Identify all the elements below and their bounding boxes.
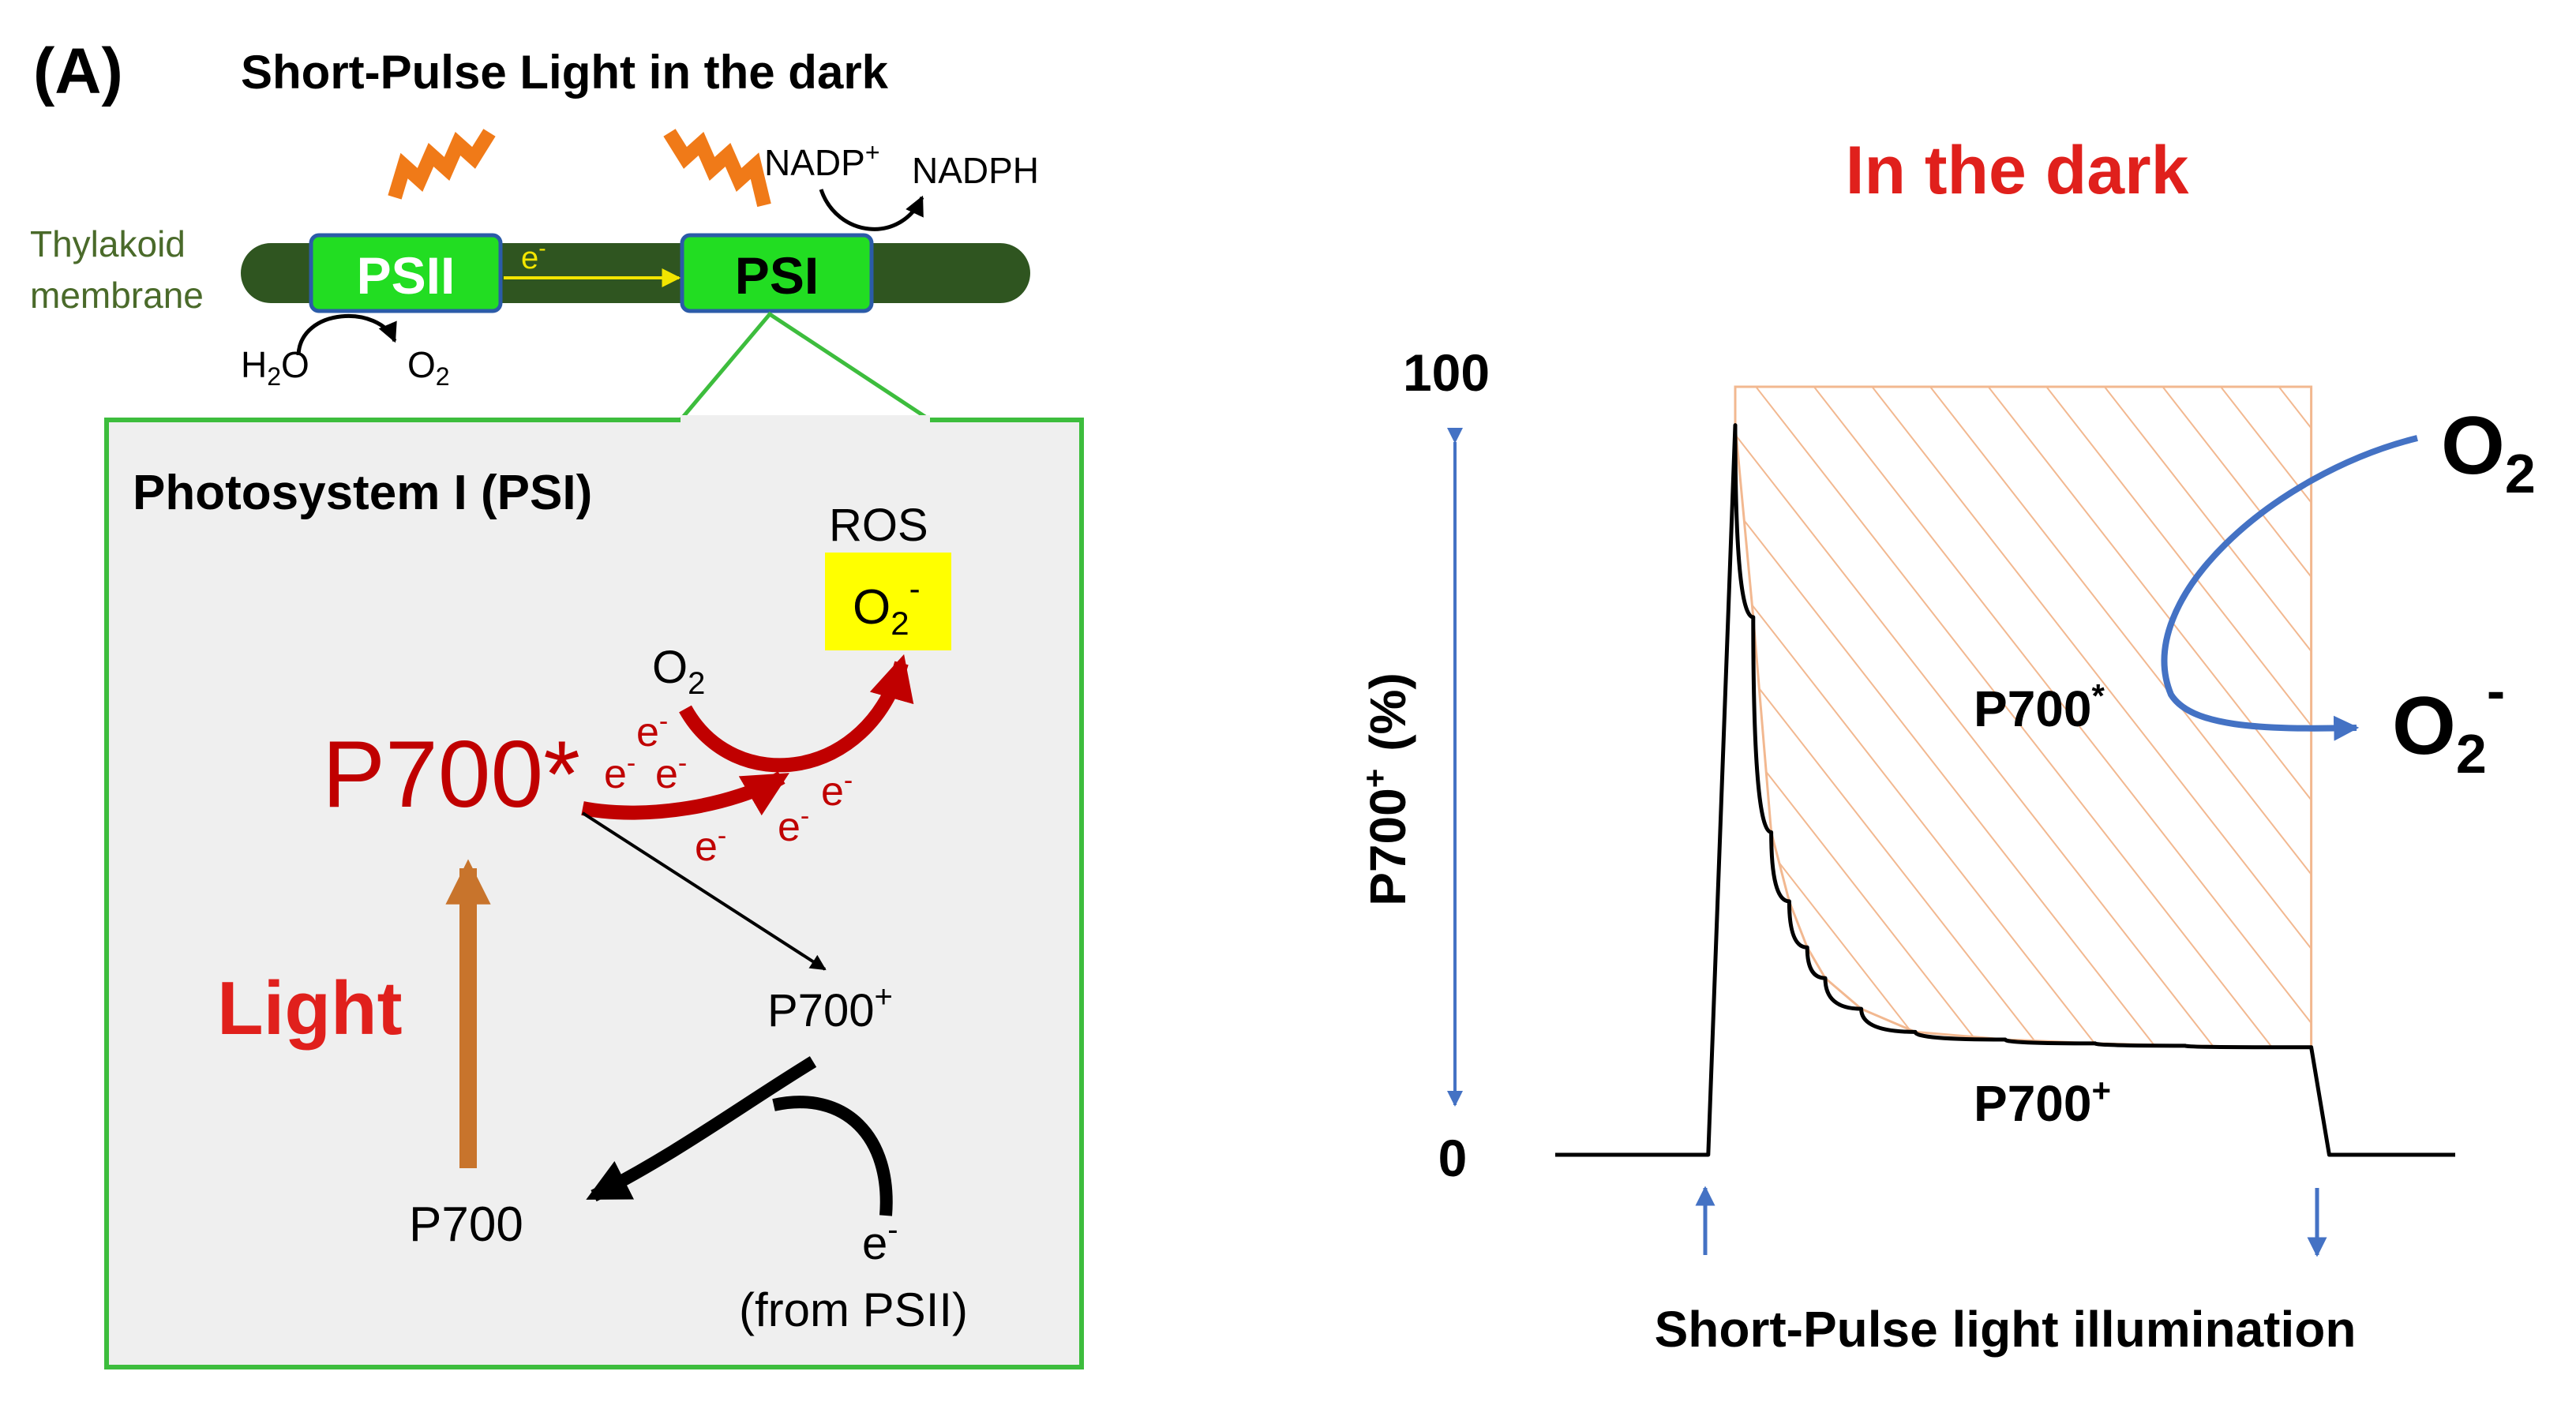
electron-label: e- bbox=[636, 706, 668, 755]
oxygen-label: O2 bbox=[652, 642, 705, 701]
electron-label: e- bbox=[695, 821, 726, 870]
x-axis-label: Short-Pulse light illumination bbox=[1655, 1301, 2357, 1358]
nadph-label: NADPH bbox=[912, 150, 1039, 191]
chart-title: In the dark bbox=[1846, 133, 2189, 208]
p700-ground-label: P700 bbox=[409, 1197, 523, 1252]
superoxide-label: O2- bbox=[2392, 660, 2505, 785]
y-tick-top: 100 bbox=[1403, 343, 1490, 402]
superoxide-box bbox=[825, 553, 951, 650]
electron-label: e- bbox=[778, 801, 809, 850]
superoxide-generation-arrow bbox=[2161, 435, 2418, 741]
psi-callout-connector bbox=[679, 311, 932, 422]
electron-label: e- bbox=[821, 766, 853, 815]
membrane-label: membrane bbox=[30, 275, 204, 316]
from-psii-label: (from PSII) bbox=[739, 1283, 968, 1336]
electron-donation-arrow bbox=[581, 771, 789, 820]
oxygen-label: O2 bbox=[2441, 400, 2536, 504]
inset-title: Photosystem I (PSI) bbox=[133, 466, 592, 520]
p700-trace-line bbox=[1555, 423, 2455, 1157]
y-tick-bottom: 0 bbox=[1438, 1129, 1468, 1187]
membrane-label: Thylakoid bbox=[30, 223, 186, 264]
electron-label: e- bbox=[604, 748, 636, 797]
figure-title: Short-Pulse Light in the dark bbox=[241, 46, 889, 99]
panel-label: (A) bbox=[33, 36, 123, 107]
electron-supply-arrow bbox=[772, 1096, 893, 1216]
psi-label: PSI bbox=[735, 246, 819, 305]
water-label: H2O bbox=[241, 344, 309, 391]
light-label: Light bbox=[217, 966, 403, 1051]
electron-label: e- bbox=[655, 748, 687, 797]
light-wave-icon bbox=[663, 129, 771, 208]
psii-box bbox=[309, 233, 503, 313]
nadp-reduction-arrow bbox=[819, 189, 924, 231]
electron-label: e- bbox=[862, 1212, 898, 1269]
p700-oxidized-label: P700+ bbox=[1974, 1072, 2111, 1132]
callout-gap bbox=[681, 415, 930, 423]
psi-box bbox=[680, 233, 874, 313]
electron-label: e- bbox=[521, 236, 546, 275]
plot-area bbox=[1555, 423, 2455, 1157]
superoxide-formation-arrow bbox=[679, 654, 914, 773]
p700-reduction-arrow bbox=[586, 1056, 817, 1202]
nadp-label: NADP+ bbox=[764, 138, 880, 183]
p700-excited-label: P700* bbox=[1974, 677, 2105, 737]
ros-label: ROS bbox=[829, 500, 928, 551]
p700-oxidized-label: P700+ bbox=[767, 980, 893, 1036]
oxygen-label: O2 bbox=[407, 344, 450, 391]
charge-separation-arrow bbox=[581, 811, 827, 971]
light-wave-icon bbox=[388, 129, 496, 200]
y-axis-label: P700+(%) bbox=[1356, 673, 1416, 906]
p700-excited-label: P700* bbox=[322, 721, 580, 827]
superoxide-label: O2- bbox=[853, 570, 921, 642]
psii-label: PSII bbox=[357, 246, 456, 305]
water-oxidation-arrow bbox=[296, 313, 397, 356]
